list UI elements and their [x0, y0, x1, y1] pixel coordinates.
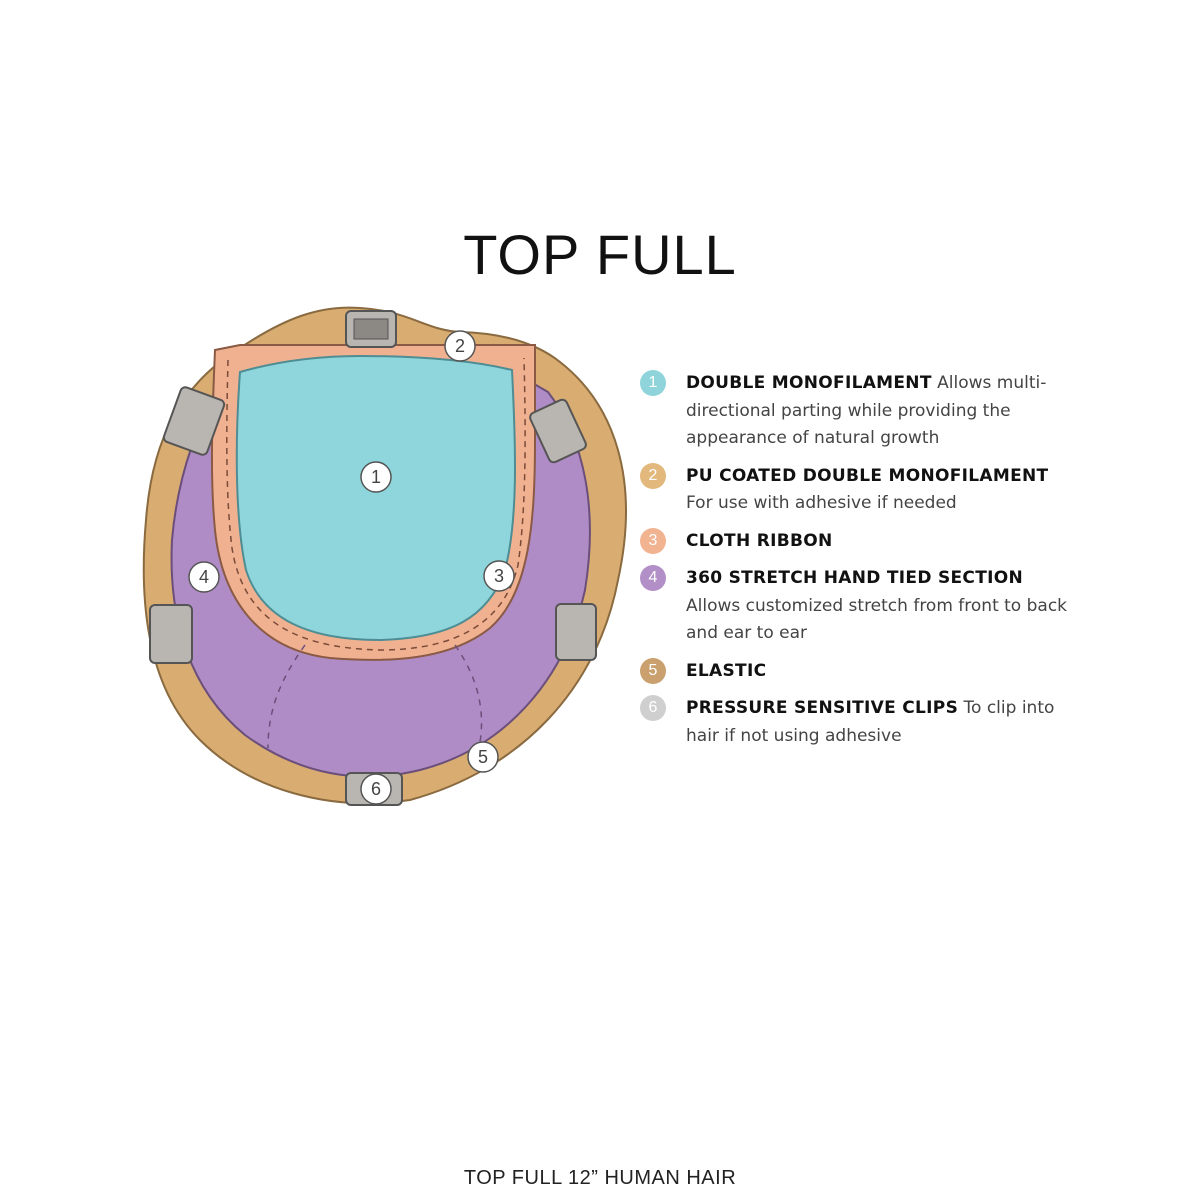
clip-upper-left — [162, 386, 226, 456]
legend: 1 DOUBLE MONOFILAMENT Allows multi-direct… — [640, 370, 1080, 760]
callout-2: 2 — [444, 330, 476, 362]
callout-label: 4 — [199, 567, 209, 587]
callout-3: 3 — [483, 560, 515, 592]
clip-lower-left — [149, 604, 193, 664]
legend-item: 3 CLOTH RIBBON — [640, 527, 1080, 556]
footer-caption: TOP FULL 12” HUMAN HAIR — [463, 1167, 737, 1189]
legend-heading: 360 STRETCH HAND TIED SECTION — [686, 568, 1024, 588]
stretch-seam-left — [267, 644, 306, 749]
callout-label: 2 — [455, 336, 465, 356]
callout-label: 3 — [494, 566, 504, 586]
legend-heading: PRESSURE SENSITIVE CLIPS — [686, 698, 959, 718]
callout-5: 5 — [467, 741, 499, 773]
legend-item: 1 DOUBLE MONOFILAMENT Allows multi-direct… — [640, 370, 1080, 453]
clip-top — [345, 310, 397, 348]
legend-number-badge: 3 — [640, 527, 666, 554]
legend-number-badge: 6 — [640, 695, 666, 721]
clip-upper-right — [529, 398, 587, 464]
legend-heading: CLOTH RIBBON — [686, 530, 833, 551]
legend-item: 6 PRESSURE SENSITIVE CLIPS To clip into h… — [640, 695, 1080, 750]
legend-description: CLOTH RIBBON — [686, 528, 1080, 556]
callout-4: 4 — [188, 561, 220, 593]
legend-description: PRESSURE SENSITIVE CLIPS To clip into ha… — [686, 695, 1080, 750]
callout-6: 6 — [360, 773, 392, 805]
legend-body: Allows customized stretch from front to … — [686, 595, 1068, 644]
ribbon-stitching — [226, 357, 526, 651]
page-title: TOP FULL — [463, 223, 737, 286]
legend-item: 2 PU COATED DOUBLE MONOFILAMENT For use w… — [640, 462, 1080, 518]
stretch-seam-right — [454, 644, 483, 743]
legend-item: 4 360 STRETCH HAND TIED SECTION Allows cu… — [640, 565, 1080, 648]
legend-description: PU COATED DOUBLE MONOFILAMENT For use wi… — [686, 463, 1080, 518]
callout-label: 1 — [371, 467, 381, 487]
legend-description: DOUBLE MONOFILAMENT Allows multi-directi… — [686, 370, 1080, 453]
double-monofilament — [235, 354, 517, 642]
legend-number-badge: 5 — [640, 657, 666, 684]
wig-cap-diagram: 1 2 3 4 5 6 — [142, 306, 627, 806]
legend-body: Allows multi-directional parting while p… — [686, 373, 1047, 448]
legend-item: 5 ELASTIC — [640, 657, 1080, 686]
legend-body: For use with adhesive if needed — [686, 493, 957, 513]
legend-heading: DOUBLE MONOFILAMENT — [686, 373, 932, 393]
legend-heading: ELASTIC — [686, 660, 767, 681]
legend-number-badge: 2 — [640, 462, 666, 489]
legend-description: ELASTIC — [686, 658, 1080, 686]
clip-lower-right — [555, 603, 597, 661]
legend-body: To clip into hair if not using adhesive — [686, 698, 1055, 746]
callout-label: 6 — [371, 779, 381, 799]
legend-heading: PU COATED DOUBLE MONOFILAMENT — [686, 465, 1049, 486]
callout-label: 5 — [478, 747, 488, 767]
legend-number-badge: 1 — [640, 370, 666, 396]
callout-1: 1 — [360, 461, 392, 493]
legend-number-badge: 4 — [640, 565, 666, 591]
legend-description: 360 STRETCH HAND TIED SECTION Allows cus… — [686, 565, 1080, 648]
